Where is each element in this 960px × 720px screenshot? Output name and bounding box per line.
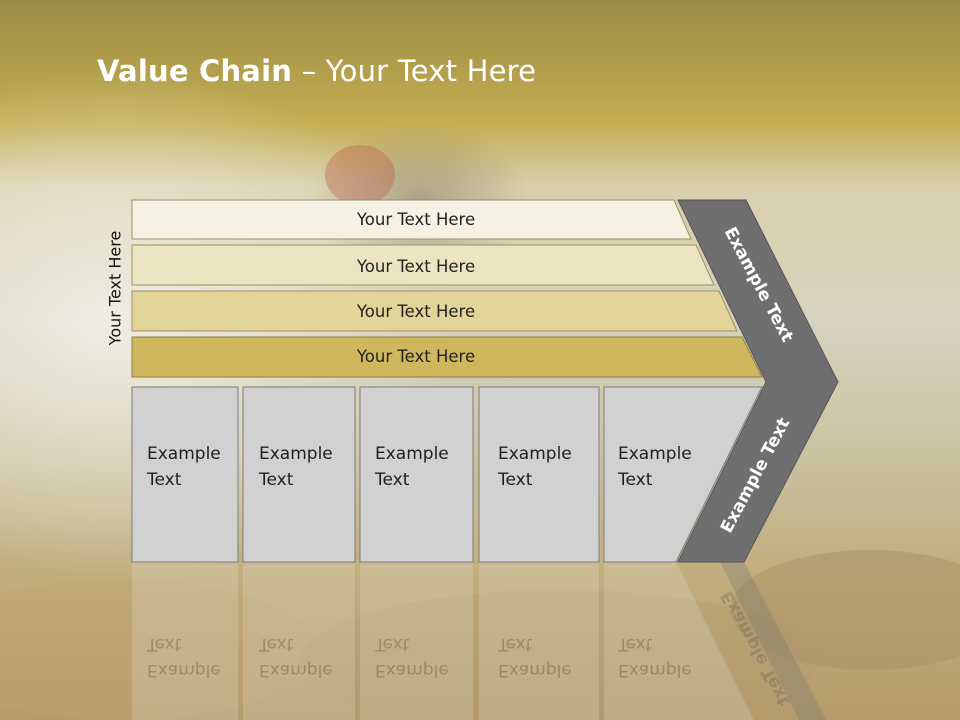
band-label: Your Text Here — [356, 302, 475, 321]
band-shape — [131, 199, 692, 240]
box-line2: Text — [497, 470, 533, 490]
reflected-box — [479, 562, 599, 720]
title-bold: Value Chain — [97, 54, 293, 88]
band: Your Text Here — [131, 336, 763, 378]
box-line1: Example — [498, 444, 572, 464]
box-line1: Example — [259, 444, 333, 464]
reflected-box — [132, 562, 238, 720]
reflected-box-line1: Example — [498, 660, 572, 680]
reflected-chevron — [676, 562, 827, 720]
band-label: Your Text Here — [356, 257, 475, 276]
slide-title: Value Chain – Your Text Here — [97, 54, 536, 88]
box-shape — [478, 386, 600, 563]
reflected-box-line1: Example — [259, 660, 333, 680]
chevron-shape — [677, 199, 839, 563]
activity-box: Example Text — [131, 386, 239, 563]
reflected-box — [360, 562, 473, 720]
band: Your Text Here — [131, 244, 715, 286]
band-shape — [131, 244, 715, 286]
reflected-box-line1: Example — [375, 660, 449, 680]
band-label: Your Text Here — [356, 347, 475, 366]
band-shape — [131, 290, 738, 332]
box-shape — [242, 386, 356, 563]
reflected-box-line2: Text — [497, 634, 533, 654]
activity-box: Example Text — [478, 386, 600, 563]
box-line1: Example — [375, 444, 449, 464]
activity-box: Example Text — [359, 386, 474, 563]
box-line1: Example — [618, 444, 692, 464]
reflected-box — [604, 562, 754, 720]
box-shape — [359, 386, 474, 563]
reflected-box-line2: Text — [146, 634, 182, 654]
activity-box: Example Text — [603, 386, 763, 563]
reflected-box-line2: Text — [617, 634, 653, 654]
reflected-box — [243, 562, 355, 720]
reflected-box-line2: Text — [258, 634, 294, 654]
box-line2: Text — [146, 470, 182, 490]
band-label: Your Text Here — [356, 210, 475, 229]
reflected-box-line1: Example — [147, 660, 221, 680]
band-shape — [131, 336, 763, 378]
band: Your Text Here — [131, 199, 692, 240]
title-rest: – Your Text Here — [292, 54, 537, 88]
box-line1: Example — [147, 444, 221, 464]
box-line2: Text — [258, 470, 294, 490]
box-line2: Text — [617, 470, 653, 490]
box-shape — [603, 386, 763, 563]
reflected-box-line1: Example — [618, 660, 692, 680]
box-shape — [131, 386, 239, 563]
reflected-box-line2: Text — [374, 634, 410, 654]
box-line2: Text — [374, 470, 410, 490]
band: Your Text Here — [131, 290, 738, 332]
activity-box: Example Text — [242, 386, 356, 563]
